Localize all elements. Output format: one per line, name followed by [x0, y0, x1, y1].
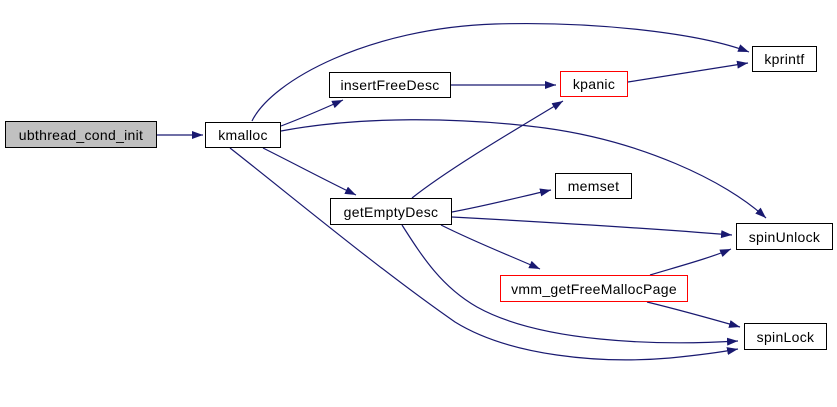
edge-getEmptyDesc-vmm_getFreeMallocPage — [440, 224, 541, 270]
node-kmalloc[interactable]: kmalloc — [205, 122, 281, 148]
node-kprintf[interactable]: kprintf — [752, 46, 817, 72]
edge-getEmptyDesc-memset — [451, 188, 552, 213]
edge-kmalloc-getEmptyDesc — [262, 147, 357, 196]
node-ubthread_cond_init: ubthread_cond_init — [5, 121, 157, 148]
edge-getEmptyDesc-spinUnlock — [451, 216, 733, 239]
node-kpanic[interactable]: kpanic — [560, 71, 628, 97]
node-insertFreeDesc[interactable]: insertFreeDesc — [329, 72, 451, 98]
edge-kmalloc-kprintf — [251, 22, 750, 122]
edge-getEmptyDesc-spinLock — [401, 224, 739, 346]
node-getEmptyDesc[interactable]: getEmptyDesc — [330, 198, 452, 225]
node-spinLock[interactable]: spinLock — [744, 323, 827, 350]
node-vmm_getFreeMallocPage[interactable]: vmm_getFreeMallocPage — [500, 275, 688, 302]
edge-vmm_getFreeMallocPage-spinLock — [646, 301, 741, 328]
edge-getEmptyDesc-kpanic — [411, 100, 564, 199]
edge-kmalloc-spinLock — [229, 147, 739, 361]
edge-kmalloc-spinUnlock — [280, 119, 767, 219]
node-spinUnlock[interactable]: spinUnlock — [736, 223, 833, 250]
node-memset[interactable]: memset — [555, 173, 632, 199]
edge-kpanic-kprintf — [627, 60, 749, 83]
edge-vmm_getFreeMallocPage-spinUnlock — [649, 248, 732, 276]
edge-kmalloc-insertFreeDesc — [280, 99, 344, 127]
